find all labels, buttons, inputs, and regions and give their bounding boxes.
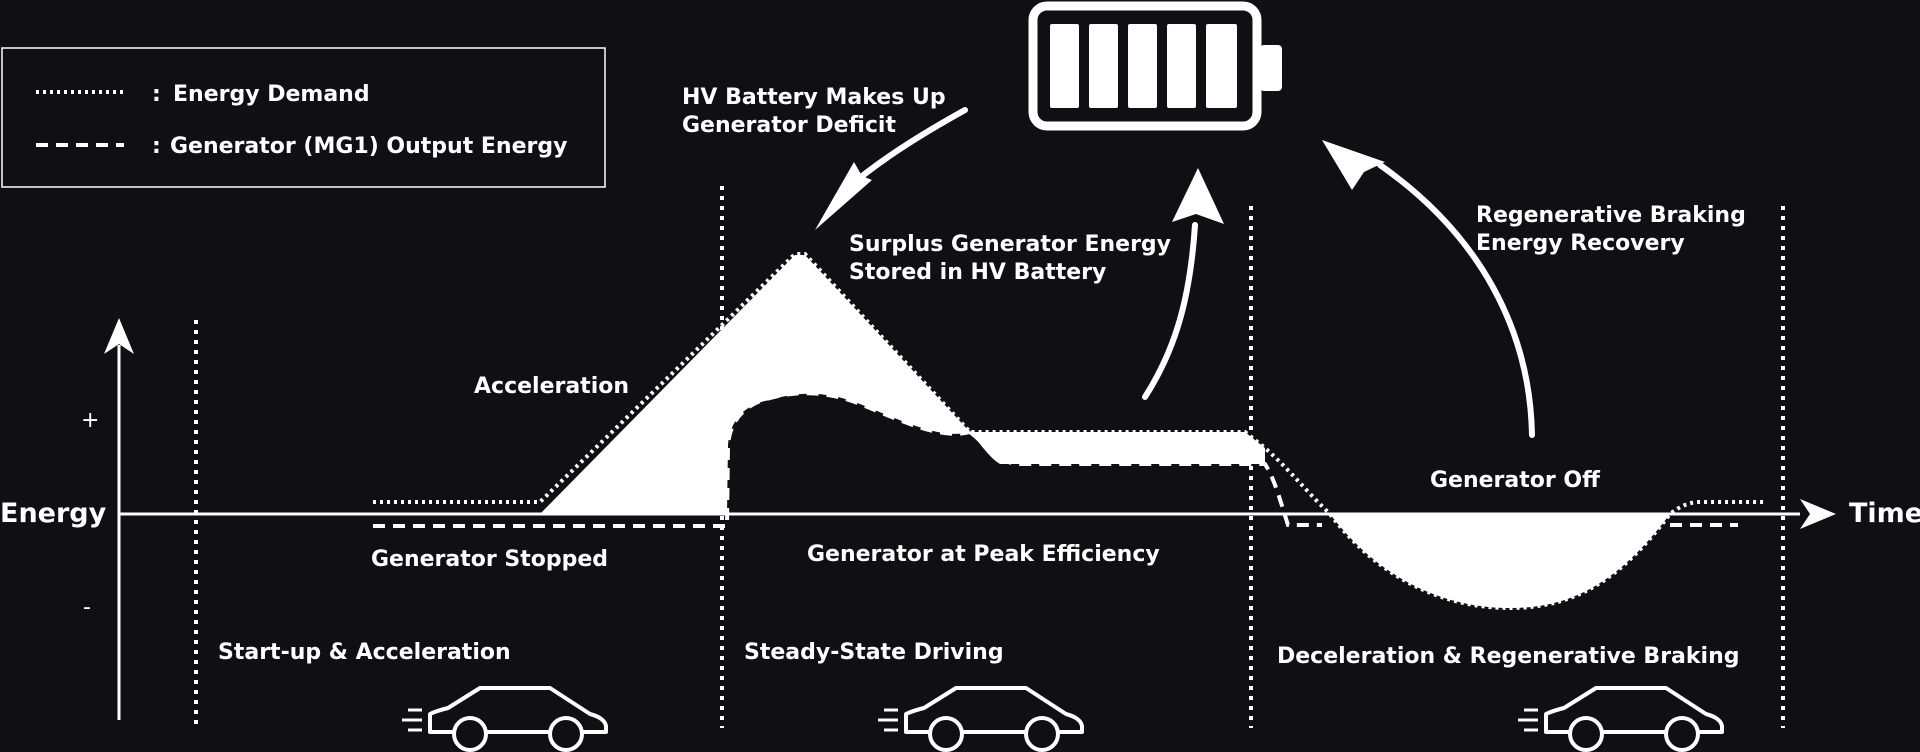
surplus-energy-label: Stored in HV Battery: [849, 260, 1106, 285]
y-axis-arrowhead: [104, 318, 134, 354]
phase-label-startup: Start-up & Acceleration: [218, 640, 511, 665]
legend: : Energy Demand : Generator (MG1) Output…: [1, 47, 606, 188]
minus-sign: -: [83, 595, 91, 620]
arrowhead-icon: [1172, 168, 1224, 224]
generator-peak-label: Generator at Peak Efficiency: [807, 542, 1160, 567]
phase-label-steady: Steady-State Driving: [744, 640, 1004, 665]
arrowheads: [815, 140, 1385, 230]
car-icon: [878, 686, 1084, 752]
x-axis-arrowhead: [1800, 499, 1836, 529]
acceleration-label: Acceleration: [474, 374, 629, 399]
region-surplus-to-battery: [970, 432, 1265, 464]
battery-deficit-label: HV Battery Makes Up: [682, 85, 946, 110]
arrowhead-icon: [815, 162, 872, 230]
x-axis-label: Time: [1849, 498, 1920, 529]
generator-off-label: Generator Off: [1430, 468, 1601, 493]
phase-labels: Start-up & Acceleration Steady-State Dri…: [218, 640, 1739, 669]
curved-arrow-icon: [1142, 222, 1198, 400]
battery-deficit-label: Generator Deficit: [682, 113, 896, 138]
arrowhead-icon: [1322, 140, 1385, 190]
annotations: HV Battery Makes Up Generator Deficit Su…: [371, 85, 1746, 572]
legend-box: [1, 47, 606, 188]
region-battery-assist: [540, 255, 970, 514]
legend-label-generator-output: Generator (MG1) Output Energy: [170, 134, 567, 159]
plus-sign: +: [81, 408, 99, 433]
y-axis-label: Energy: [0, 498, 107, 529]
region-regen-recovery: [1330, 514, 1670, 608]
car-icon: [1518, 686, 1724, 752]
legend-separator-1: :: [152, 82, 161, 107]
surplus-energy-label: Surplus Generator Energy: [849, 232, 1171, 257]
axes: Energy Time + -: [0, 318, 1920, 720]
regen-recovery-label: Energy Recovery: [1476, 231, 1685, 256]
regen-recovery-label: Regenerative Braking: [1476, 203, 1746, 228]
curved-arrow-icon: [1377, 162, 1535, 438]
generator-output-curve: [373, 391, 1738, 528]
energy-regions: [540, 255, 1670, 608]
legend-separator-2: :: [152, 134, 161, 159]
phase-label-decel: Deceleration & Regenerative Braking: [1277, 644, 1739, 669]
car-icon: [402, 686, 608, 752]
energy-demand-curve: [373, 252, 1765, 611]
legend-label-energy-demand: Energy Demand: [173, 82, 370, 107]
battery-icon: [1028, 1, 1282, 131]
generator-stopped-label: Generator Stopped: [371, 547, 608, 572]
